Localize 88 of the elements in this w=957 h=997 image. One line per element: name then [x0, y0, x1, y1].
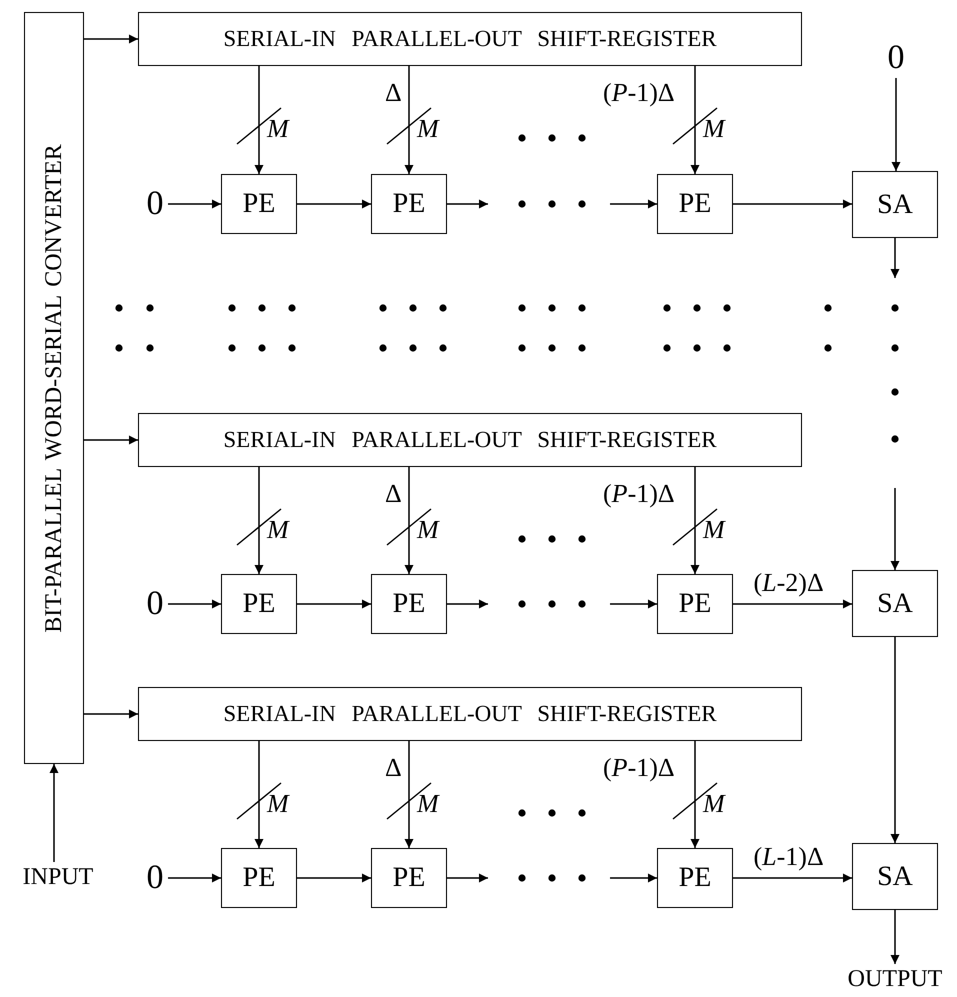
io-label: INPUT [8, 862, 108, 892]
bus-width-label: M [267, 791, 289, 817]
arrow [733, 600, 852, 608]
adder-label: SA [877, 188, 913, 220]
input-value: 0 [142, 585, 168, 623]
shift-register-box [138, 687, 802, 741]
input-value: 0 [142, 185, 168, 223]
processing-element-box [657, 174, 733, 234]
arrow [447, 874, 488, 882]
arrow [690, 467, 700, 574]
arrow [297, 200, 371, 208]
processing-element-box [371, 574, 447, 634]
arrow [168, 200, 221, 208]
arrow [447, 600, 488, 608]
bus-width-label: M [703, 791, 725, 817]
arrow [890, 238, 900, 278]
arrow [610, 874, 657, 882]
processing-element-label: PE [242, 588, 276, 620]
arrow [890, 910, 900, 964]
arrow [297, 874, 371, 882]
arrow [84, 34, 138, 44]
arrow [733, 200, 852, 208]
delay-label: Δ [385, 481, 402, 507]
io-label: OUTPUT [838, 964, 952, 994]
processing-element-label: PE [392, 588, 426, 620]
bus-width-label: M [703, 116, 725, 142]
shift-register-label: SERIAL-IN PARALLEL-OUT SHIFT-REGISTER [223, 427, 717, 453]
processing-element-box [221, 848, 297, 908]
arrow [50, 764, 58, 862]
adder-box [852, 570, 938, 637]
processing-element-label: PE [678, 862, 712, 894]
shift-register-box [138, 413, 802, 467]
bus-width-label: M [267, 517, 289, 543]
arrow [297, 600, 371, 608]
arrow [447, 200, 488, 208]
delay-label: Δ [385, 755, 402, 781]
arrow [84, 436, 138, 444]
bus-width-label: M [267, 116, 289, 142]
adder-label: SA [877, 588, 913, 620]
processing-element-box [371, 848, 447, 908]
delay-label: (P-1)Δ [603, 80, 675, 106]
arrow [254, 741, 264, 848]
arrow [168, 600, 221, 608]
arrow [254, 467, 264, 574]
bus-width-label: M [417, 791, 439, 817]
edge-label: (L-1)Δ [752, 844, 825, 870]
arrow [84, 710, 138, 718]
processing-element-label: PE [392, 188, 426, 220]
shift-register-box [138, 12, 802, 66]
processing-element-label: PE [678, 588, 712, 620]
adder-box [852, 843, 938, 910]
input-value: 0 [142, 859, 168, 897]
arrow [610, 600, 657, 608]
processing-element-box [221, 174, 297, 234]
bus-width-label: M [417, 116, 439, 142]
processing-element-box [657, 848, 733, 908]
shift-register-label: SERIAL-IN PARALLEL-OUT SHIFT-REGISTER [223, 26, 717, 52]
processing-element-label: PE [392, 862, 426, 894]
processing-element-box [221, 574, 297, 634]
processing-element-label: PE [242, 188, 276, 220]
bus-width-label: M [417, 517, 439, 543]
adder-box [852, 171, 938, 238]
arrow [404, 741, 414, 848]
arrow [892, 78, 900, 171]
processing-element-label: PE [678, 188, 712, 220]
processing-element-box [371, 174, 447, 234]
arrow [254, 66, 264, 174]
processing-element-box [657, 574, 733, 634]
processing-element-label: PE [242, 862, 276, 894]
arrow [890, 488, 900, 570]
arrow [690, 741, 700, 848]
bus-width-label: M [703, 517, 725, 543]
converter-label: BIT-PARALLEL WORD-SERIAL CONVERTER [40, 144, 68, 632]
arrow [168, 874, 221, 882]
arrow [733, 874, 852, 882]
delay-label: (P-1)Δ [603, 755, 675, 781]
arrow [690, 66, 700, 174]
adder-label: SA [877, 860, 913, 892]
arrow [890, 637, 900, 843]
delay-label: (P-1)Δ [603, 481, 675, 507]
arrow [404, 467, 414, 574]
arrow [610, 200, 657, 208]
input-value: 0 [883, 38, 909, 78]
delay-label: Δ [385, 80, 402, 106]
converter-box [24, 12, 84, 764]
shift-register-label: SERIAL-IN PARALLEL-OUT SHIFT-REGISTER [223, 701, 717, 727]
edge-label: (L-2)Δ [752, 570, 825, 596]
arrow [404, 66, 414, 174]
